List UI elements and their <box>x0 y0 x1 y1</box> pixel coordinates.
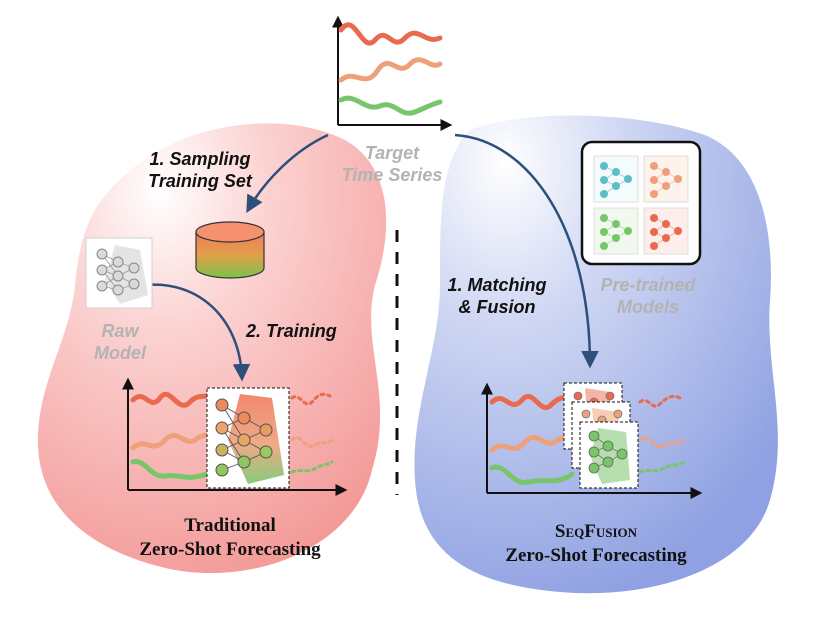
matching-fusion-label: 1. Matching & Fusion <box>438 274 556 318</box>
arrow-sampling <box>246 133 329 214</box>
left-forecast-green <box>290 460 334 474</box>
pretrained-models-label: Pre-trained Models <box>588 274 708 318</box>
pretrained-model-green <box>593 207 639 255</box>
right-forecast-orange <box>638 436 686 449</box>
fused-models-stack <box>563 382 639 489</box>
traditional-title-line1: Traditional <box>184 515 276 536</box>
sampling-label-line2: Training Set <box>148 171 252 191</box>
target-series-red <box>338 22 443 46</box>
target-label-line2: Time Series <box>341 165 443 185</box>
left-forecast-red <box>290 392 332 406</box>
sampling-label-line1: 1. Sampling <box>149 149 251 169</box>
left-history-red <box>130 391 213 408</box>
pretrained-label-line1: Pre-trained <box>600 275 696 295</box>
raw-model-label: Raw Model <box>80 320 160 364</box>
traditional-region <box>37 123 387 574</box>
right-history-red <box>489 393 575 411</box>
raw-label-line1: Raw <box>101 321 139 341</box>
arrow-matching <box>454 133 599 369</box>
training-label: 2. Training <box>246 321 337 341</box>
right-history-green <box>489 464 575 485</box>
pretrained-label-line2: Models <box>616 297 679 317</box>
target-time-series-label: Target Time Series <box>322 142 462 186</box>
pretrained-model-red <box>643 207 689 255</box>
seqfusion-title: SeqFusion Zero-Shot Forecasting <box>476 520 716 568</box>
arrow-training <box>144 283 251 382</box>
raw-label-line2: Model <box>94 343 146 363</box>
left-history-orange <box>130 431 213 451</box>
pretrained-model-orange <box>643 155 689 203</box>
left-forecast-orange <box>290 436 334 448</box>
traditional-forecast-chart <box>122 377 348 496</box>
target-series-orange <box>338 57 443 83</box>
right-forecast-red <box>638 394 682 408</box>
fused-model-card-green <box>579 421 639 489</box>
pretrained-model-blue <box>593 155 639 203</box>
target-time-series-chart <box>332 15 453 131</box>
sampling-training-set-label: 1. Sampling Training Set <box>126 148 274 192</box>
seqfusion-title-line2: Zero-Shot Forecasting <box>505 545 687 566</box>
target-label-line1: Target <box>364 143 420 163</box>
left-history-green <box>130 459 213 480</box>
training-set-database-icon <box>195 221 265 279</box>
pretrained-models-box <box>580 140 702 266</box>
raw-model-icon <box>85 237 153 309</box>
matching-label-line1: 1. Matching <box>447 275 547 295</box>
right-forecast-green <box>638 460 686 474</box>
traditional-title-line2: Zero-Shot Forecasting <box>139 539 321 560</box>
traditional-title: Traditional Zero-Shot Forecasting <box>110 514 350 562</box>
matching-label-line2: & Fusion <box>458 297 536 317</box>
trained-model-icon <box>206 387 290 489</box>
target-series-green <box>338 95 443 116</box>
seqfusion-title-line1: SeqFusion <box>554 521 638 542</box>
